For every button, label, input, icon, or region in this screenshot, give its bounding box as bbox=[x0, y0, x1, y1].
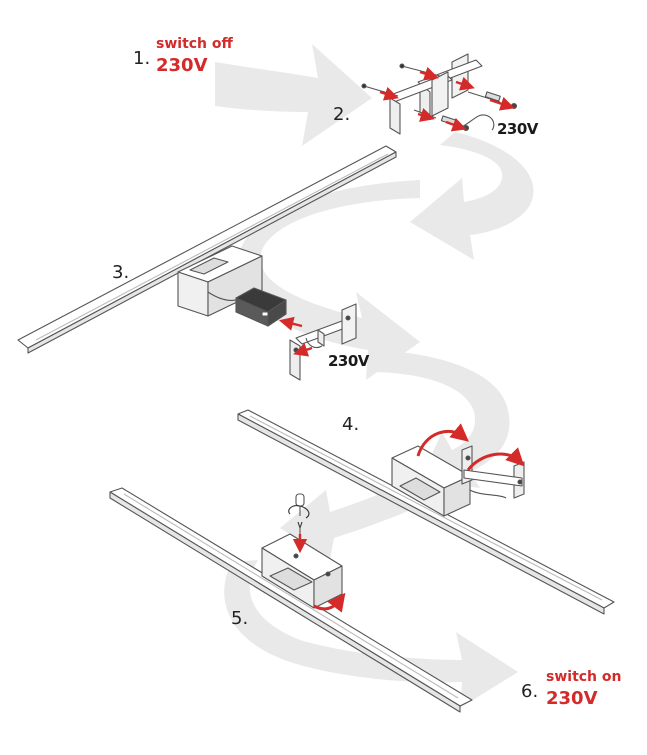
step2-brackets bbox=[361, 53, 518, 135]
step5-light-bar bbox=[109, 487, 473, 713]
step4-light-bar bbox=[237, 409, 615, 615]
step-1-number: 1. bbox=[133, 48, 151, 69]
step5-set-screw bbox=[288, 493, 310, 534]
step3-housing bbox=[177, 245, 263, 317]
step3-red-arrow bbox=[279, 316, 313, 357]
step-4-number: 4. bbox=[342, 414, 360, 435]
step-6-number: 6. bbox=[521, 681, 539, 702]
step4-brackets bbox=[461, 445, 525, 499]
step-6-voltage: 230V bbox=[546, 688, 598, 709]
step-6-title: switch on bbox=[546, 669, 622, 685]
step-3-voltage: 230V bbox=[328, 352, 369, 370]
step3-light-bar bbox=[17, 145, 397, 354]
step-1-title: switch off bbox=[156, 36, 233, 52]
step-5-number: 5. bbox=[231, 608, 249, 629]
flow-arrow-2 bbox=[410, 132, 534, 260]
step5-red-arrows bbox=[292, 534, 346, 613]
step3-driver bbox=[207, 287, 287, 327]
step-3-number: 3. bbox=[112, 262, 130, 283]
flow-arrow-4 bbox=[370, 350, 510, 488]
step-2-voltage: 230V bbox=[497, 120, 538, 138]
step3-bracket bbox=[289, 303, 357, 381]
step2-red-arrows bbox=[379, 66, 515, 132]
step4-red-arrows bbox=[416, 423, 525, 471]
step4-housing bbox=[391, 445, 471, 517]
step-1-voltage: 230V bbox=[156, 55, 208, 76]
step-2-number: 2. bbox=[333, 104, 351, 125]
flow-arrow-3 bbox=[237, 180, 420, 380]
flow-arrow-6 bbox=[224, 560, 518, 708]
flow-arrow-1 bbox=[215, 44, 372, 146]
